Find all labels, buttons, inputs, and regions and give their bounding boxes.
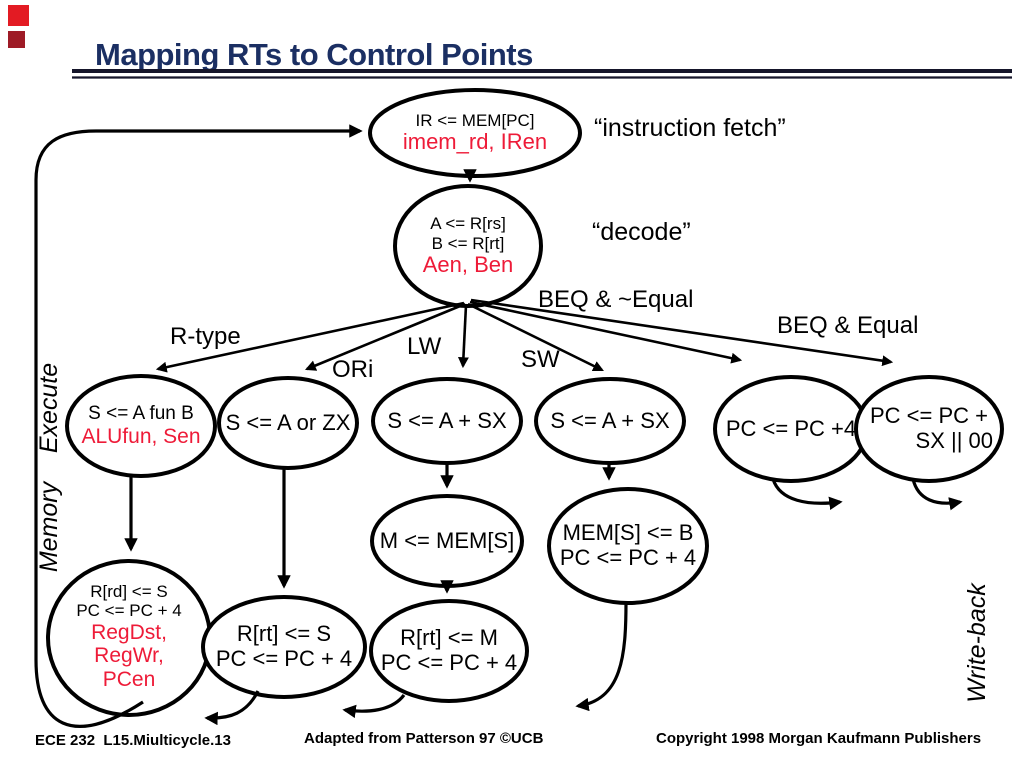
annotation-decode: “decode” — [592, 218, 691, 246]
page-title: Mapping RTs to Control Points — [95, 37, 533, 72]
edge-decode-lw — [457, 304, 469, 369]
state-decode-rt: A <= R[rs] — [430, 214, 506, 234]
edge-label-sw: SW — [521, 346, 560, 373]
stage-label-writeback: Write-back — [962, 583, 991, 703]
state-rt: PC <= PC + 4 — [559, 545, 697, 570]
state-memory-lw: M <= MEM[S] — [375, 521, 519, 561]
stage-label-memory: Memory — [34, 481, 63, 573]
footer-course-id: ECE 232 L15.Miulticycle.13 — [35, 732, 231, 749]
state-ellipse-writeback-ori — [201, 595, 367, 699]
state-rt: S <= A + SX — [387, 407, 507, 433]
state-rt: S <= A fun B — [88, 403, 194, 425]
edge-beq-equal-exit — [911, 478, 963, 511]
state-control: ALUfun, Sen — [81, 424, 201, 448]
state-rt: MEM[S] <= B — [562, 520, 694, 546]
state-decode-control: Aen, Ben — [422, 251, 514, 277]
footer-copyright: Copyright 1998 Morgan Kaufmann Publisher… — [656, 730, 982, 747]
state-fetch-rt: IR <= MEM[PC] — [415, 110, 535, 130]
state-decode: A <= R[rs] B <= R[rt] Aen, Ben — [398, 196, 538, 296]
state-execute-sw: S <= A + SX — [540, 401, 680, 441]
edge-loopback-to-fetch — [34, 124, 363, 728]
state-ellipse-writeback-lw — [369, 599, 529, 703]
state-rt: PC <= PC + — [869, 403, 988, 429]
state-ellipse-execute-ori — [217, 376, 359, 470]
state-writeback-ori: R[rt] <= S PC <= PC + 4 — [208, 619, 360, 675]
state-ellipse-memory-sw — [547, 487, 709, 605]
state-control: PCen — [102, 668, 156, 692]
state-rt: R[rd] <= S — [90, 582, 168, 602]
state-execute-rtype: S <= A fun B ALUfun, Sen — [71, 388, 211, 464]
edge-label-beq-equal: BEQ & Equal — [777, 312, 919, 339]
edge-label-lw: LW — [407, 333, 442, 360]
annotation-instruction-fetch: “instruction fetch” — [594, 114, 786, 142]
edge-label-ori: ORi — [332, 356, 374, 383]
edge-beq-notequal-exit — [771, 478, 843, 510]
state-execute-beq-notequal: PC <= PC +4 — [719, 409, 863, 449]
state-control: RegWr, — [94, 644, 164, 668]
state-rt: PC <= PC + 4 — [76, 601, 182, 621]
state-writeback-lw: R[rt] <= M PC <= PC + 4 — [373, 623, 525, 679]
state-rt: M <= MEM[S] — [379, 527, 515, 553]
state-fetch-control: imem_rd, IRen — [402, 129, 548, 155]
footer-attribution: Adapted from Patterson 97 ©UCB — [304, 730, 544, 747]
state-writeback-rtype: R[rd] <= S PC <= PC + 4 RegDst, RegWr, P… — [55, 572, 203, 702]
state-ellipse-execute-beq-equal — [854, 375, 1004, 483]
bullet-square-icon — [8, 5, 29, 26]
state-ellipse-decode — [393, 184, 543, 308]
edge-decode-rtype — [155, 301, 465, 373]
bullet-square-icon — [8, 31, 25, 48]
edge-label-beq-notequal: BEQ & ~Equal — [538, 286, 694, 313]
edge-decode-ori — [304, 302, 466, 371]
edge-decode-sw — [467, 302, 604, 372]
state-decode-rt: B <= R[rt] — [431, 233, 505, 253]
state-rt: SX || 00 — [915, 428, 993, 453]
state-execute-lw: S <= A + SX — [377, 401, 517, 441]
state-rt: S <= A + SX — [550, 407, 670, 433]
state-rt: S <= A or ZX — [225, 409, 351, 435]
state-rt: R[rt] <= M — [400, 625, 498, 651]
edge-memsw-exit — [575, 601, 628, 712]
edge-wbori-exit — [204, 690, 260, 726]
state-rt: R[rt] <= S — [236, 621, 332, 647]
edge-decode-beq-notequal — [469, 300, 743, 364]
edge-wblw-exit — [342, 693, 406, 719]
state-rt: PC <= PC +4 — [725, 415, 857, 441]
state-ellipse-execute-lw — [371, 377, 523, 465]
state-rt: PC <= PC + 4 — [215, 646, 353, 671]
state-rt: PC <= PC + 4 — [380, 650, 518, 675]
state-execute-beq-equal: PC <= PC + SX || 00 — [861, 401, 997, 457]
state-ellipse-execute-rtype — [65, 374, 217, 478]
state-memory-sw: MEM[S] <= B PC <= PC + 4 — [553, 518, 703, 574]
state-ellipse-execute-sw — [534, 377, 686, 465]
edge-label-rtype: R-type — [170, 323, 241, 350]
state-fetch: IR <= MEM[PC] imem_rd, IRen — [375, 97, 575, 169]
state-execute-ori: S <= A or ZX — [222, 403, 354, 443]
state-control: RegDst, — [91, 620, 167, 644]
edge-decode-beq-equal — [470, 298, 894, 367]
